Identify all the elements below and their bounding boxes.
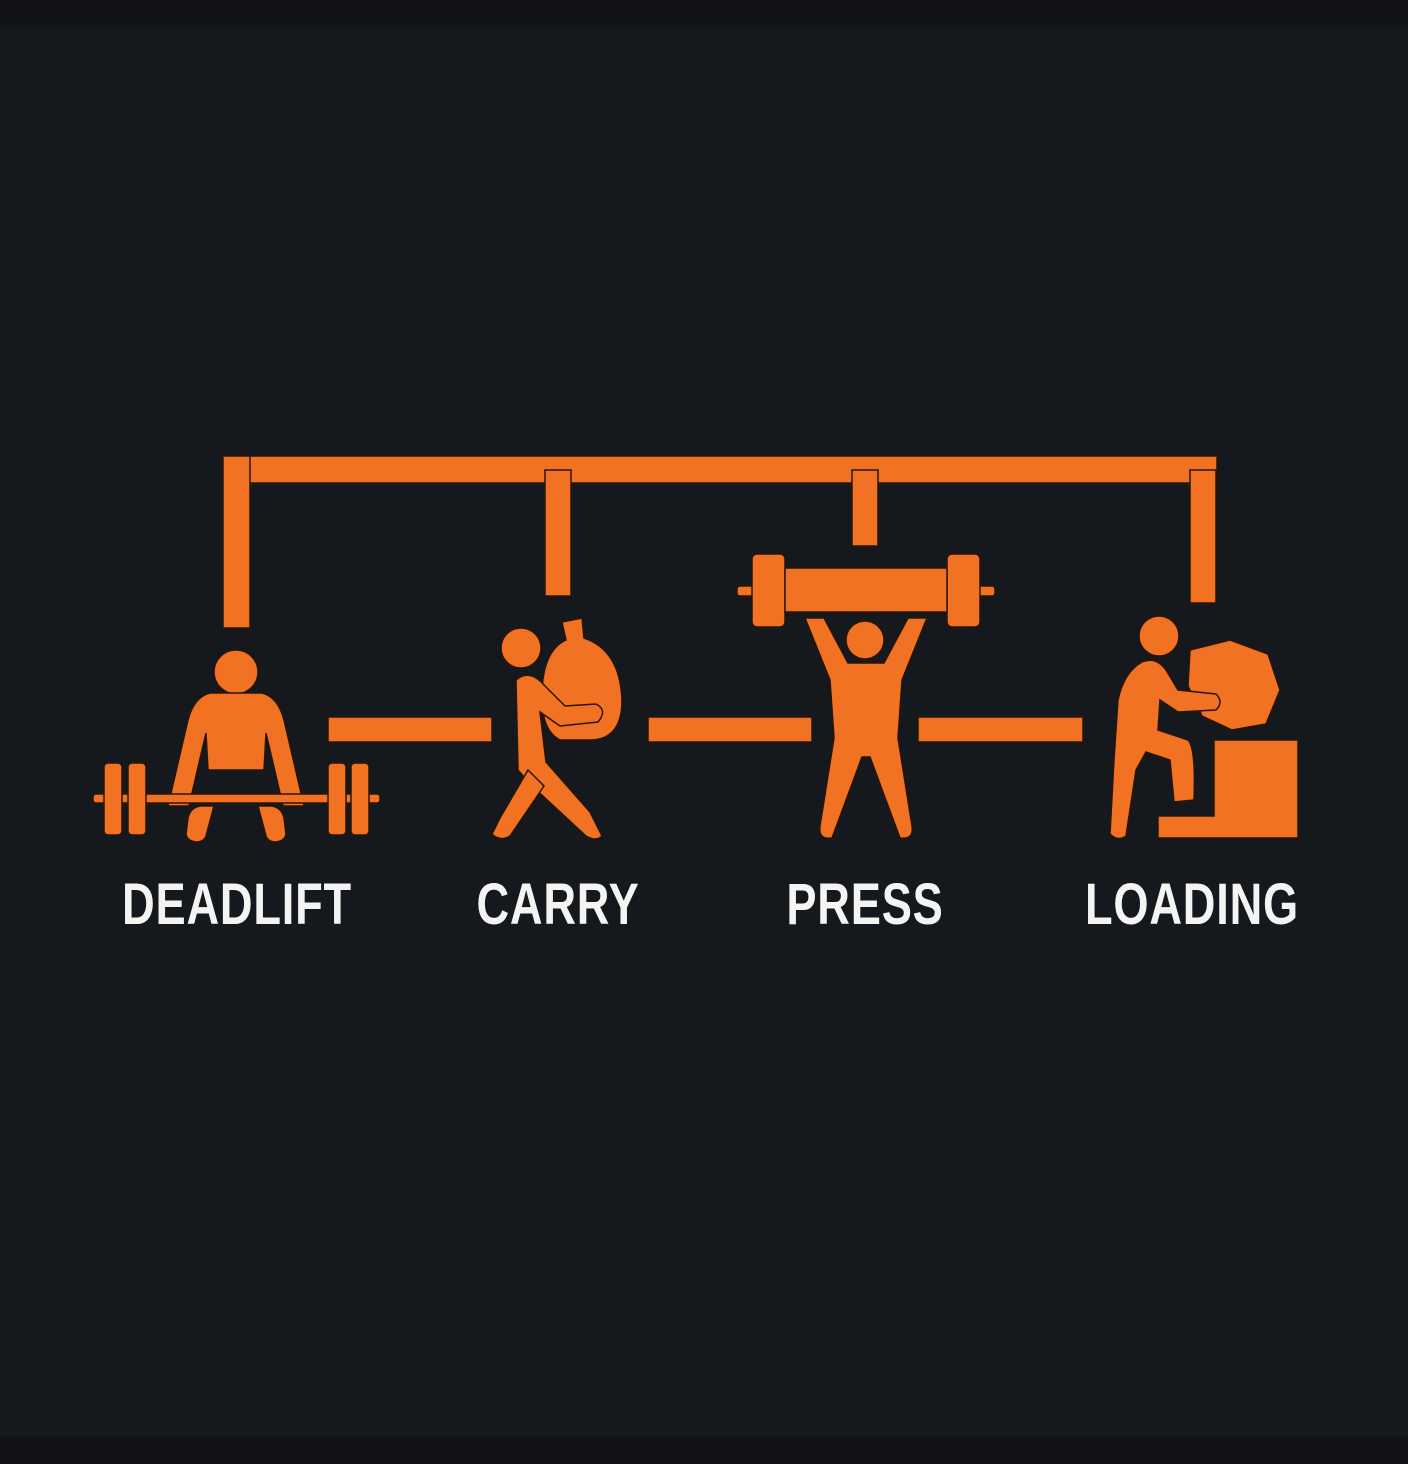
label-press: PRESS [786, 872, 944, 937]
horizontal-connectors [327, 716, 1084, 743]
stone-loading-figure-icon [1109, 615, 1299, 840]
sandbag-carry-figure-icon [491, 617, 623, 840]
top-border-band [0, 0, 1408, 27]
label-deadlift: DEADLIFT [122, 872, 352, 937]
label-carry: CARRY [476, 872, 640, 937]
deadlift-figure-icon [92, 649, 381, 843]
bracket-frame [222, 455, 1218, 629]
bottom-border-band [0, 1436, 1408, 1464]
overhead-press-figure-icon [736, 553, 996, 839]
label-loading: LOADING [1084, 872, 1300, 937]
